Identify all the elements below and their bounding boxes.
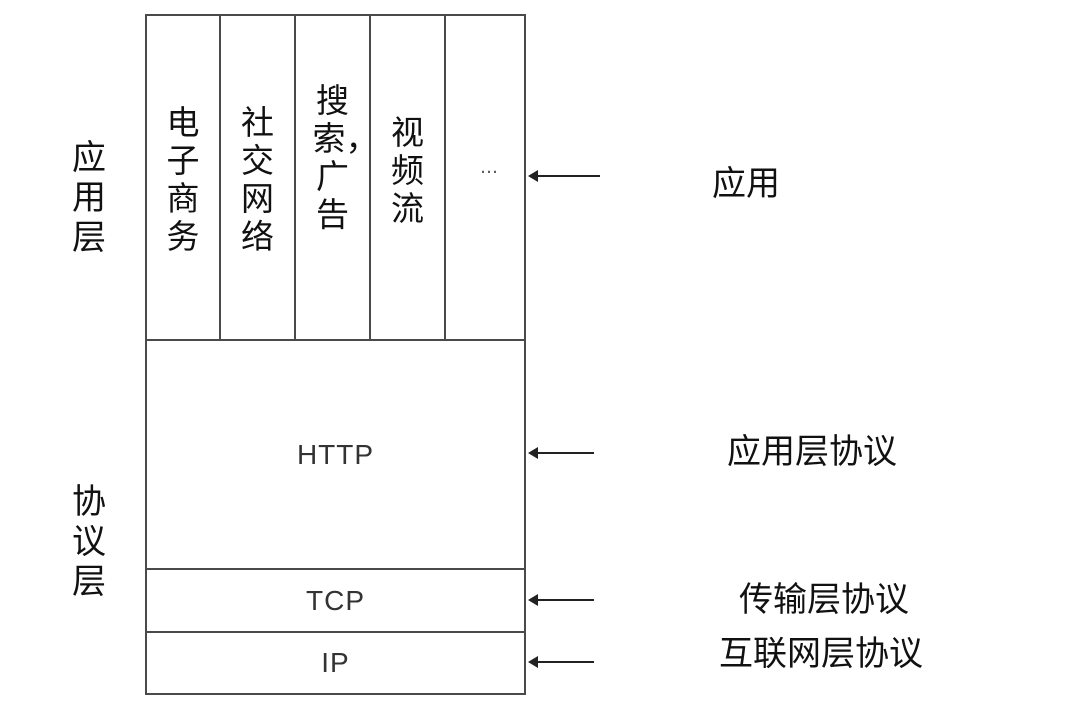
arrow-internet-protocol xyxy=(528,656,594,668)
app-column-ecommerce: 电子商务 xyxy=(147,16,221,339)
applications-row: 电子商务 社交网络 搜索，广告 视频流 … xyxy=(147,16,524,341)
protocol-layer-label: 协议层 xyxy=(72,482,106,602)
arrow-application xyxy=(528,170,600,182)
app-label-search-ads: 搜索，广告 xyxy=(312,81,379,234)
application-label: 应用 xyxy=(712,164,780,204)
ip-layer-cell: IP xyxy=(147,633,524,693)
app-column-social-network: 社交网络 xyxy=(221,16,296,339)
transport-protocol-label: 传输层协议 xyxy=(739,580,909,620)
http-label: HTTP xyxy=(296,438,375,470)
app-column-more: … xyxy=(446,16,524,339)
application-layer-label: 应用层 xyxy=(72,138,106,258)
ip-label: IP xyxy=(321,647,350,678)
app-label-ecommerce: 电子商务 xyxy=(166,103,200,256)
app-label-video-streaming: 视频流 xyxy=(391,113,424,228)
app-column-video-streaming: 视频流 xyxy=(371,16,446,339)
more-ellipsis-icon: … xyxy=(480,157,498,178)
tcp-label: TCP xyxy=(306,584,365,616)
arrow-application-protocol xyxy=(528,447,594,459)
app-column-search-ads: 搜索，广告 xyxy=(296,16,379,339)
app-label-social-network: 社交网络 xyxy=(241,103,274,256)
http-layer-cell: HTTP xyxy=(147,341,524,570)
protocol-stack-box: 电子商务 社交网络 搜索，广告 视频流 … HTTP TCP IP xyxy=(145,14,526,695)
tcp-layer-cell: TCP xyxy=(147,570,524,633)
internet-protocol-label: 互联网层协议 xyxy=(719,634,923,674)
application-protocol-label: 应用层协议 xyxy=(727,432,897,472)
arrow-transport-protocol xyxy=(528,594,594,606)
